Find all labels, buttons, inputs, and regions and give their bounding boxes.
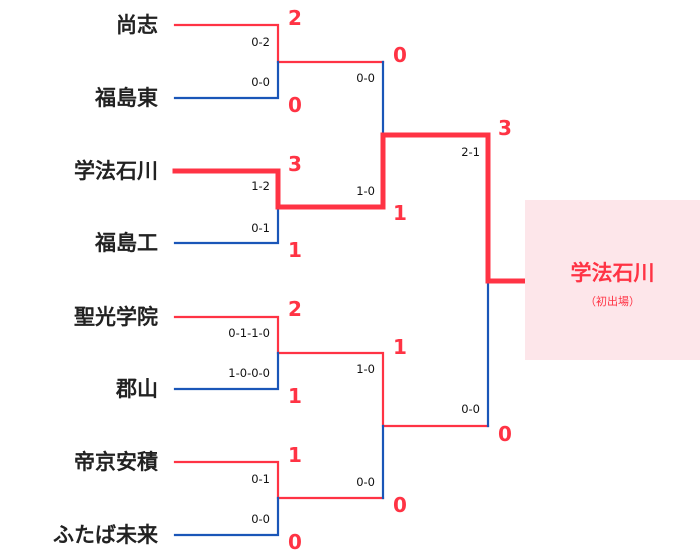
score: 0	[393, 493, 407, 517]
score: 1	[288, 238, 302, 262]
inning-score: 2-1	[461, 145, 480, 159]
score: 1	[393, 335, 407, 359]
champion-box: 学法石川 （初出場）	[525, 200, 700, 360]
team-name: 郡山	[116, 377, 158, 401]
champion-name: 学法石川	[570, 261, 655, 285]
inning-score: 1-0-0-0	[228, 366, 270, 380]
score: 0	[288, 93, 302, 117]
score: 0	[393, 43, 407, 67]
team-name: 福島東	[95, 86, 158, 110]
team-name: 帝京安積	[74, 450, 158, 474]
inning-score: 0-0	[461, 402, 480, 416]
inning-score: 0-0	[251, 75, 270, 89]
score: 2	[288, 6, 302, 30]
inning-score: 0-2	[251, 35, 270, 49]
team-name: 聖光学院	[74, 305, 158, 329]
score: 1	[393, 201, 407, 225]
inning-score: 0-1	[251, 221, 270, 235]
score: 3	[498, 116, 512, 140]
inning-score: 0-0	[356, 71, 375, 85]
champion-note: （初出場）	[585, 295, 640, 308]
inning-score: 0-1-1-0	[228, 326, 270, 340]
inning-score: 0-1	[251, 472, 270, 486]
team-name: 福島工	[95, 231, 158, 255]
inning-score: 1-0	[356, 184, 375, 198]
score: 0	[288, 530, 302, 554]
team-name: 尚志	[116, 13, 158, 37]
score: 3	[288, 152, 302, 176]
inning-score: 0-0	[251, 512, 270, 526]
score: 0	[498, 422, 512, 446]
inning-score: 1-2	[251, 179, 270, 193]
team-name: 学法石川	[74, 159, 158, 183]
inning-score: 1-0	[356, 362, 375, 376]
score: 1	[288, 384, 302, 408]
inning-score: 0-0	[356, 475, 375, 489]
score: 2	[288, 297, 302, 321]
team-name: ふたば未来	[53, 523, 158, 547]
score: 1	[288, 443, 302, 467]
